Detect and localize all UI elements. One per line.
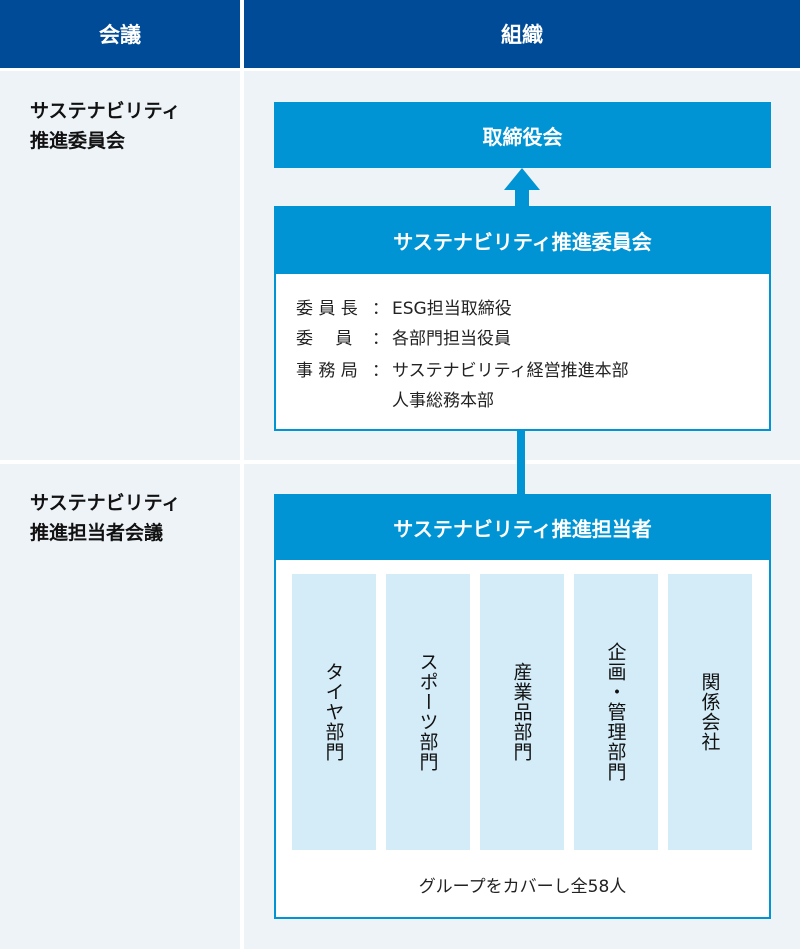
member-value: ESG担当取締役 [392, 299, 512, 319]
member-line-members: 委 員 ： 各部門担当役員 [296, 324, 511, 349]
dept-tire: タイヤ部門 [292, 574, 376, 850]
row-label-officers-meeting: サステナビリティ 推進担当者会議 [30, 488, 180, 548]
board-title: 取締役会 [482, 124, 563, 149]
header-meeting-label: 会議 [99, 23, 141, 47]
officers-title-bar: サステナビリティ推進担当者 [274, 494, 771, 560]
member-sep: ： [372, 329, 389, 349]
member-line-secretariat-2: 人事総務本部 [296, 386, 494, 411]
row1-meeting-cell [0, 71, 240, 460]
member-key: 事 務 局 [296, 361, 358, 381]
row-label-committee: サステナビリティ 推進委員会 [30, 96, 180, 156]
member-sep: ： [372, 299, 389, 319]
connector-line [517, 431, 525, 494]
member-line-chair: 委 員 長 ： ESG担当取締役 [296, 294, 512, 319]
dept-affiliates: 関係会社 [668, 574, 752, 850]
member-key: 委 員 長 [296, 299, 358, 319]
member-line-secretariat: 事 務 局 ： サステナビリティ経営推進本部 [296, 356, 629, 381]
dept-industrial: 産業品部門 [480, 574, 564, 850]
row2-meeting-cell [0, 464, 240, 949]
row-label-line: サステナビリティ [30, 492, 181, 514]
arrow-up-icon [504, 168, 540, 208]
committee-title-bar: サステナビリティ推進委員会 [274, 206, 771, 274]
dept-sports: スポーツ部門 [386, 574, 470, 850]
member-key: 委 員 [296, 329, 353, 349]
row-label-line: 推進委員会 [30, 130, 126, 152]
member-sep [372, 386, 392, 411]
header-organization-label: 組織 [501, 23, 543, 47]
member-key [296, 386, 372, 411]
member-value: サステナビリティ経営推進本部 [392, 361, 629, 381]
member-value: 人事総務本部 [392, 391, 494, 411]
dept-label: 関係会社 [698, 672, 721, 752]
header-organization: 組織 [244, 0, 800, 68]
officers-box: サステナビリティ推進担当者 タイヤ部門 スポーツ部門 産業品部門 企画・管理部門… [274, 494, 771, 919]
dept-label: タイヤ部門 [322, 662, 345, 762]
dept-label: スポーツ部門 [416, 652, 439, 772]
row-label-line: 推進担当者会議 [30, 522, 164, 544]
board-of-directors-box: 取締役会 [274, 102, 771, 168]
committee-title: サステナビリティ推進委員会 [393, 229, 652, 254]
committee-box: サステナビリティ推進委員会 委 員 長 ： ESG担当取締役 委 員 ： 各部門… [274, 206, 771, 431]
dept-label: 産業品部門 [510, 662, 533, 762]
header-meeting: 会議 [0, 0, 240, 68]
dept-planning-admin: 企画・管理部門 [574, 574, 658, 850]
officers-title: サステナビリティ推進担当者 [393, 516, 652, 541]
member-value: 各部門担当役員 [392, 329, 511, 349]
dept-label: 企画・管理部門 [604, 642, 627, 782]
member-sep: ： [372, 361, 389, 381]
row-label-line: サステナビリティ [30, 100, 181, 122]
coverage-note: グループをカバーし全58人 [418, 877, 627, 897]
